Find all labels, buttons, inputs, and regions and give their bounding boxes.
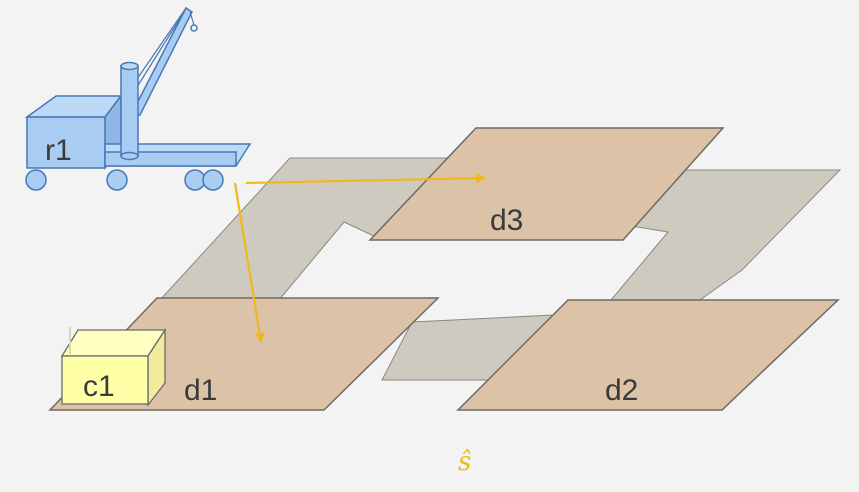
label-d1: d1 [184, 374, 217, 407]
move-arrows [233, 173, 486, 343]
road-d3-d2 [609, 169, 842, 301]
label-r1: r1 [45, 134, 72, 167]
location-d3 [368, 127, 725, 241]
label-d3: d3 [490, 204, 523, 237]
container-c1: c1 [60, 327, 167, 407]
robot-r1: r1 [24, 6, 252, 191]
state-label: ŝ [458, 447, 471, 477]
label-d2: d2 [605, 374, 638, 407]
arrow-to-d1 [233, 182, 265, 343]
locations [48, 127, 840, 411]
roads [158, 157, 842, 381]
label-c1: c1 [83, 370, 115, 403]
arrow-to-d3 [245, 173, 486, 185]
location-d2 [456, 299, 840, 411]
